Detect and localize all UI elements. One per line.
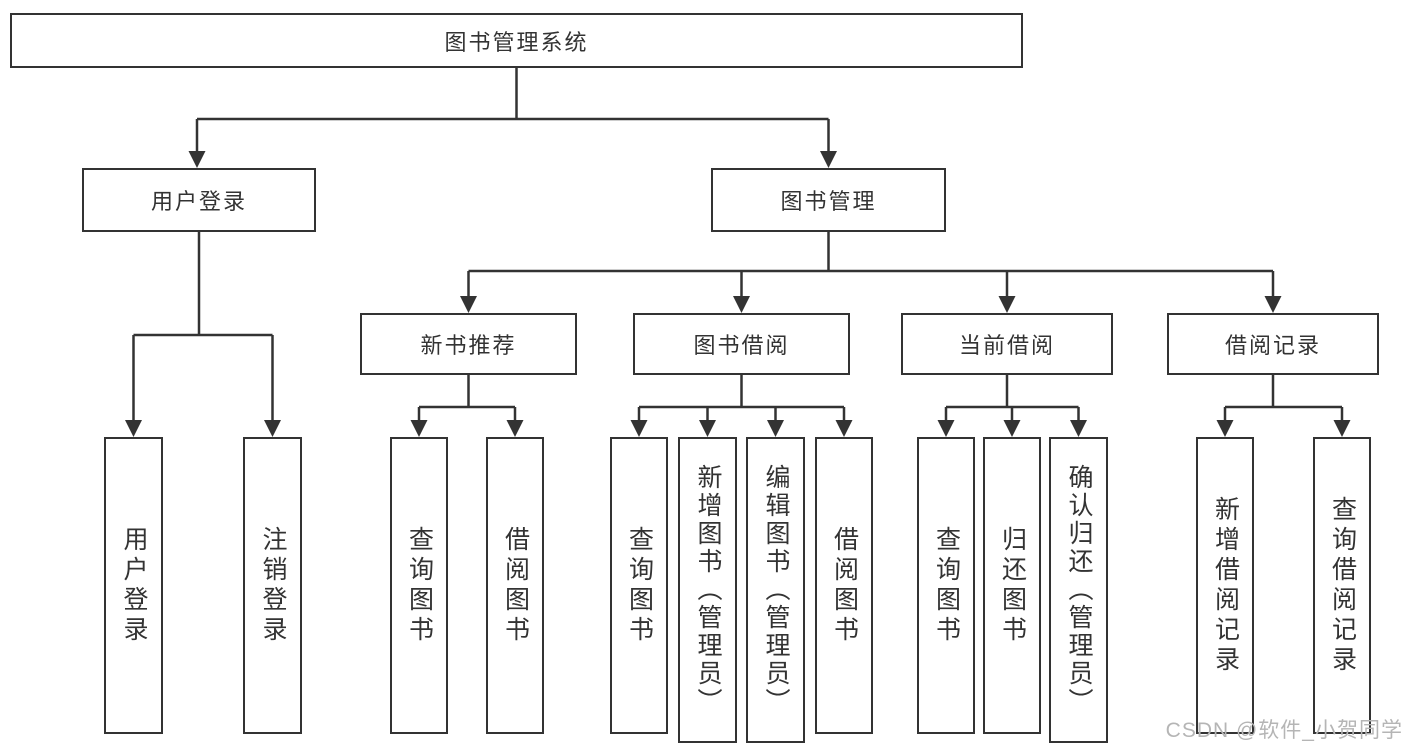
arrowhead-icon	[1070, 420, 1087, 437]
node-bb-query-books: 查询图书	[610, 437, 668, 734]
node-root-library-system: 图书管理系统	[10, 13, 1023, 68]
node-user-login: 用户登录	[82, 168, 316, 232]
arrowhead-icon	[998, 296, 1016, 313]
connector-root-to-level2	[188, 68, 837, 168]
arrowhead-icon	[1333, 420, 1351, 437]
node-cb-return-books: 归还图书	[983, 437, 1041, 734]
connector-borrow-records-children	[1216, 375, 1351, 437]
arrowhead-icon	[767, 420, 784, 437]
csdn-watermark: CSDN @软件_小贺同学	[1165, 719, 1403, 742]
arrowhead-icon	[125, 420, 142, 437]
node-bb-add-books-admin: 新增图书（管理员）	[678, 437, 737, 743]
node-br-add-record: 新增借阅记录	[1196, 437, 1254, 734]
node-logout-action: 注销登录	[243, 437, 302, 734]
connector-user-login-children	[125, 232, 281, 437]
arrowhead-icon	[699, 420, 716, 437]
node-new-book-recommend: 新书推荐	[360, 313, 577, 375]
node-cb-confirm-return-admin: 确认归还（管理员）	[1049, 437, 1108, 743]
node-nbr-query-books: 查询图书	[390, 437, 448, 734]
arrowhead-icon	[630, 420, 648, 437]
arrowhead-icon	[410, 420, 428, 437]
node-nbr-borrow-books: 借阅图书	[486, 437, 544, 734]
connector-new-book-recommend-children	[410, 375, 524, 437]
arrowhead-icon	[937, 420, 955, 437]
connector-book-borrow-children	[630, 375, 853, 437]
arrowhead-icon	[835, 420, 853, 437]
arrowhead-icon	[733, 296, 750, 313]
arrowhead-icon	[1003, 420, 1021, 437]
node-current-borrow: 当前借阅	[901, 313, 1113, 375]
arrowhead-icon	[506, 420, 524, 437]
arrowhead-icon	[264, 420, 281, 437]
node-book-borrow: 图书借阅	[633, 313, 850, 375]
connector-book-management-children	[460, 232, 1282, 313]
node-br-query-record: 查询借阅记录	[1313, 437, 1371, 734]
node-bb-borrow-books: 借阅图书	[815, 437, 873, 734]
connector-current-borrow-children	[937, 375, 1087, 437]
node-book-management: 图书管理	[711, 168, 946, 232]
node-bb-edit-books-admin: 编辑图书（管理员）	[746, 437, 805, 743]
arrowhead-icon	[820, 151, 837, 168]
arrowhead-icon	[1264, 296, 1282, 313]
node-borrow-records: 借阅记录	[1167, 313, 1379, 375]
node-user-login-action: 用户登录	[104, 437, 163, 734]
arrowhead-icon	[460, 296, 477, 313]
arrowhead-icon	[188, 151, 206, 168]
arrowhead-icon	[1216, 420, 1234, 437]
node-cb-query-books: 查询图书	[917, 437, 975, 734]
